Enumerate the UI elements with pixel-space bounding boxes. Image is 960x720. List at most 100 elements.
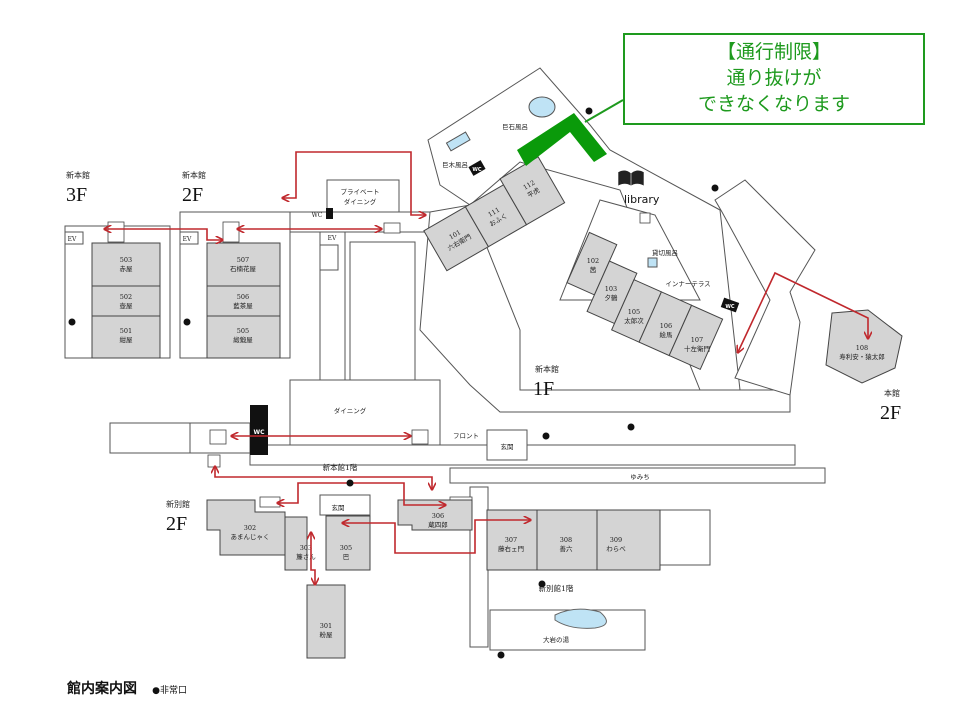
svg-text:新本館1階: 新本館1階: [323, 462, 358, 472]
room-506[interactable]: [206, 285, 281, 317]
svg-text:107: 107: [691, 336, 703, 344]
svg-text:EV: EV: [68, 236, 77, 243]
svg-text:赤屋: 赤屋: [120, 265, 134, 273]
pool-oiwa: [554, 608, 607, 629]
svg-text:302: 302: [244, 524, 256, 532]
room-507[interactable]: [206, 242, 281, 287]
room-505[interactable]: [206, 315, 281, 359]
svg-text:新別館: 新別館: [166, 499, 190, 509]
svg-text:太郎次: 太郎次: [624, 316, 644, 325]
svg-text:紺屋: 紺屋: [120, 335, 134, 344]
room-503[interactable]: [91, 242, 161, 287]
svg-text:十左衛門: 十左衛門: [684, 344, 710, 353]
svg-text:絵馬: 絵馬: [660, 330, 674, 339]
rooms-top-block: 101 六右衛門 111 おふく 112 平虎: [423, 156, 566, 272]
room-112[interactable]: [499, 156, 566, 226]
svg-text:305: 305: [340, 544, 352, 552]
svg-text:501: 501: [120, 327, 132, 335]
svg-text:503: 503: [120, 256, 132, 264]
svg-text:夕鶴: 夕鶴: [605, 293, 619, 302]
svg-text:緞鍛屋: 緞鍛屋: [233, 335, 253, 344]
svg-text:巴: 巴: [343, 553, 350, 561]
emergency-exit-icons: [68, 107, 719, 659]
svg-text:WC: WC: [253, 429, 265, 436]
svg-text:106: 106: [660, 322, 672, 330]
svg-text:寿利安・猿太郎: 寿利安・猿太郎: [839, 352, 885, 361]
svg-text:新本館: 新本館: [182, 170, 206, 180]
svg-text:蔵四郎: 蔵四郎: [428, 520, 448, 529]
emergency-exit-legend: ●非常口: [152, 686, 187, 696]
svg-text:新本館: 新本館: [535, 364, 559, 374]
svg-text:2F: 2F: [880, 402, 901, 424]
callout-title: 【通行制限】: [716, 41, 831, 63]
svg-text:あまんじゃく: あまんじゃく: [231, 533, 270, 541]
room-301[interactable]: [306, 584, 346, 659]
svg-text:WC: WC: [725, 304, 735, 310]
svg-text:105: 105: [628, 308, 640, 316]
exit-dot-icon: ●: [152, 686, 160, 696]
svg-text:EV: EV: [183, 236, 192, 243]
svg-text:粉屋: 粉屋: [320, 630, 334, 639]
room-501[interactable]: [91, 315, 161, 359]
svg-text:507: 507: [237, 256, 249, 264]
callout-line: できなくなります: [697, 93, 850, 115]
room-309[interactable]: [596, 509, 661, 571]
svg-text:善六: 善六: [560, 544, 574, 553]
svg-text:新別館1階: 新別館1階: [539, 583, 574, 593]
room-305[interactable]: [325, 515, 371, 571]
svg-text:ゆみち: ゆみち: [630, 473, 650, 481]
building-outlines: [64, 67, 826, 651]
svg-text:502: 502: [120, 293, 132, 301]
svg-text:玄関: 玄関: [332, 503, 345, 512]
pool-kashikiri: [647, 257, 658, 268]
restriction-callout: 【通行制限】 通り抜けが できなくなります: [623, 33, 925, 125]
svg-text:本館: 本館: [884, 388, 900, 398]
svg-text:新本館: 新本館: [66, 170, 90, 180]
svg-text:巨石風呂: 巨石風呂: [502, 123, 528, 131]
svg-text:藤右ェ門: 藤右ェ門: [498, 544, 524, 553]
legend: 館内案内図 ●非常口: [67, 678, 187, 698]
svg-text:303: 303: [300, 544, 312, 552]
svg-text:306: 306: [432, 512, 444, 520]
svg-text:2F: 2F: [166, 513, 187, 535]
rooms-2f: 507 石楠花屋 506 藍茶屋 505 緞鍛屋: [206, 242, 281, 359]
svg-text:103: 103: [605, 285, 617, 293]
svg-text:WC: WC: [312, 212, 323, 219]
rooms-3f: 503 赤屋 502 壺屋 501 紺屋: [91, 242, 161, 359]
pool-kyoseki: [528, 96, 556, 118]
svg-text:307: 307: [505, 536, 517, 544]
library-label: library: [624, 193, 660, 206]
svg-text:506: 506: [237, 293, 249, 301]
svg-text:貸切風呂: 貸切風呂: [652, 248, 678, 257]
pool-kyoboku: [445, 131, 471, 152]
svg-text:WC: WC: [472, 167, 482, 173]
svg-text:308: 308: [560, 536, 572, 544]
svg-text:わらべ: わらべ: [606, 545, 626, 553]
svg-text:藍茶屋: 藍茶屋: [233, 301, 253, 310]
svg-text:壺屋: 壺屋: [120, 301, 134, 310]
room-107[interactable]: [668, 304, 724, 371]
svg-text:玄関: 玄関: [501, 442, 514, 451]
svg-text:簾さん: 簾さん: [296, 552, 316, 561]
svg-text:1F: 1F: [533, 378, 554, 400]
svg-text:EV: EV: [328, 235, 337, 242]
callout-pointer: [584, 99, 624, 123]
svg-text:102: 102: [587, 257, 599, 265]
room-308[interactable]: [536, 509, 598, 571]
svg-text:インナーテラス: インナーテラス: [665, 280, 710, 288]
restricted-passage: [517, 113, 607, 166]
book-icon: [617, 169, 645, 187]
callout-line: 通り抜けが: [726, 67, 822, 89]
rooms-right-block: [566, 231, 724, 371]
svg-text:大岩の湯: 大岩の湯: [543, 635, 570, 644]
svg-text:巨木風呂: 巨木風呂: [442, 160, 468, 169]
svg-text:2F: 2F: [182, 184, 203, 206]
svg-text:プライベート: プライベート: [341, 188, 380, 196]
room-502[interactable]: [91, 285, 161, 317]
svg-text:301: 301: [320, 622, 332, 630]
svg-text:茜: 茜: [590, 265, 597, 274]
map-title: 館内案内図: [67, 681, 137, 697]
svg-text:505: 505: [237, 327, 249, 335]
